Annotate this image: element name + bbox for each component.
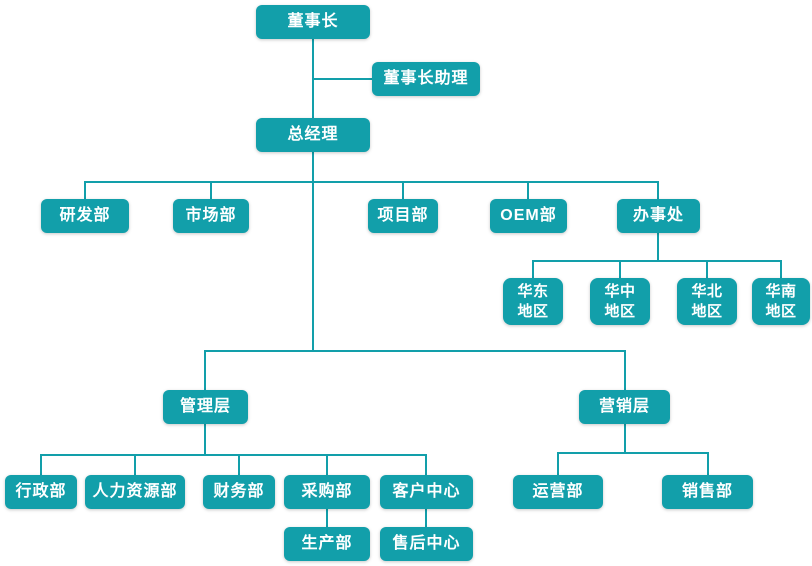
connector-drop-hr — [134, 454, 136, 475]
node-south-china[interactable]: 华南 地区 — [752, 278, 810, 325]
connector-drop-customer — [425, 454, 427, 475]
connector-drop-rnd — [84, 181, 86, 199]
connector-split-rail — [204, 350, 626, 352]
node-customer-center[interactable]: 客户中心 — [380, 475, 473, 509]
node-marketing-dept[interactable]: 市场部 — [173, 199, 249, 233]
connector-drop-office — [657, 181, 659, 199]
connector-drop-finance — [238, 454, 240, 475]
connector-office-down — [657, 233, 659, 260]
node-purchasing-dept[interactable]: 采购部 — [284, 475, 370, 509]
connector-drop-marketing — [210, 181, 212, 199]
node-finance-dept[interactable]: 财务部 — [203, 475, 275, 509]
connector-drop-management — [204, 350, 206, 390]
node-sales-layer[interactable]: 营销层 — [579, 390, 670, 424]
connector-drop-admin — [40, 454, 42, 475]
node-project-dept[interactable]: 项目部 — [368, 199, 438, 233]
node-operations-dept[interactable]: 运营部 — [513, 475, 603, 509]
connector-management-rail — [40, 454, 427, 456]
node-admin-dept[interactable]: 行政部 — [5, 475, 77, 509]
node-production-dept[interactable]: 生产部 — [284, 527, 370, 561]
node-management-layer[interactable]: 管理层 — [163, 390, 248, 424]
connector-drop-central — [619, 260, 621, 278]
connector-drop-purchasing — [326, 454, 328, 475]
node-sales-dept[interactable]: 销售部 — [662, 475, 753, 509]
connector-drop-sales-dept — [707, 452, 709, 475]
connector-level2-rail — [84, 181, 659, 183]
connector-customer-aftersales — [425, 509, 427, 527]
node-chairman[interactable]: 董事长 — [256, 5, 370, 39]
node-oem-dept[interactable]: OEM部 — [490, 199, 567, 233]
connector-drop-oem — [527, 181, 529, 199]
connector-management-down — [204, 424, 206, 454]
connector-drop-north — [706, 260, 708, 278]
node-hr-dept[interactable]: 人力资源部 — [85, 475, 185, 509]
node-north-china[interactable]: 华北 地区 — [677, 278, 737, 325]
connector-main-trunk — [312, 181, 314, 350]
connector-drop-east — [532, 260, 534, 278]
connector-regions-rail — [532, 260, 782, 262]
node-after-sales-center[interactable]: 售后中心 — [380, 527, 473, 561]
connector-sales-layer-down — [624, 424, 626, 452]
connector-gm-down — [312, 152, 314, 181]
node-central-china[interactable]: 华中 地区 — [590, 278, 650, 325]
node-branch-office[interactable]: 办事处 — [617, 199, 700, 233]
connector-drop-sales-layer — [624, 350, 626, 390]
node-rnd-dept[interactable]: 研发部 — [41, 199, 129, 233]
node-east-china[interactable]: 华东 地区 — [503, 278, 563, 325]
connector-drop-project — [402, 181, 404, 199]
connector-sales-rail — [557, 452, 709, 454]
connector-drop-south — [780, 260, 782, 278]
connector-assistant-branch — [312, 78, 372, 80]
node-general-manager[interactable]: 总经理 — [256, 118, 370, 152]
node-chairman-assistant[interactable]: 董事长助理 — [372, 62, 480, 96]
connector-drop-operations — [557, 452, 559, 475]
connector-purchasing-production — [326, 509, 328, 527]
